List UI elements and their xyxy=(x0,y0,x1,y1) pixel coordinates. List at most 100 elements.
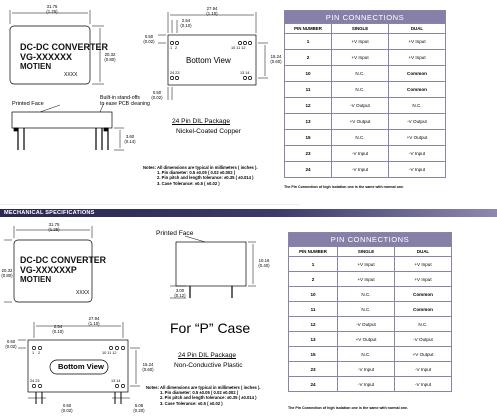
dual-cell: Common xyxy=(394,286,452,302)
dim-pcb-mm: 27.94 xyxy=(206,6,218,11)
bottom-mechanical-drawing xyxy=(4,226,256,404)
p-dim-body-in: (0.40) xyxy=(258,263,270,268)
col-header-pin-number: PIN NUMBER xyxy=(288,246,338,257)
module-brand: MOTIEN xyxy=(20,62,52,71)
dual-cell: N.C. xyxy=(388,97,446,114)
note-line: 1. Pin diameter: 0.5 ±0.05 ( 0.02 ±0.002… xyxy=(160,390,239,396)
pin-table-title: PIN CONNECTIONS xyxy=(284,10,446,24)
table-row: 2+V Input+V Input xyxy=(288,271,452,287)
pin-number-cell: 24 xyxy=(288,376,338,392)
single-cell: +V Input xyxy=(331,49,389,66)
table-row: 2+V Input+V Input xyxy=(284,49,446,66)
single-cell: +V Input xyxy=(331,33,389,50)
p-dim-width-in: (1.25) xyxy=(48,227,60,232)
dim-pitch: 2.54(0.10) xyxy=(178,18,194,28)
bottom-view-outline xyxy=(167,34,257,86)
table-row: 23-V Input-V Input xyxy=(288,361,452,377)
single-cell: +V Output xyxy=(337,331,395,347)
single-cell: N.C. xyxy=(337,346,395,362)
bottom-view-label: Bottom View xyxy=(186,56,231,65)
bottom-notes: Notes: All dimensions are typical in mil… xyxy=(146,385,261,406)
single-cell: N.C. xyxy=(337,301,395,317)
dim-pin-in: (0.02) xyxy=(151,95,163,100)
dim-side-mm: 15.24 xyxy=(270,54,282,59)
p-dim-side-mm: 15.24 xyxy=(142,362,154,367)
pin-connections-table-bottom: PIN CONNECTIONS PIN NUMBER SINGLE DUAL 1… xyxy=(288,232,452,392)
col-header-single: SINGLE xyxy=(337,246,395,257)
dual-cell: -V Output xyxy=(394,331,452,347)
table-row: 24-V Input-V Input xyxy=(288,376,452,392)
p-dim-edge: 0.50(0.02) xyxy=(4,339,18,349)
pin-label-2: 2 xyxy=(175,46,178,50)
pin-number-cell: 10 xyxy=(288,286,338,302)
dim-edge-in: (0.02) xyxy=(143,39,155,44)
pin-number-cell: 2 xyxy=(288,271,338,287)
module-p-front-outline xyxy=(13,239,93,303)
dim-lead-mm: 3.60 xyxy=(125,134,135,139)
p-dim-side: 15.24(0.60) xyxy=(140,362,156,372)
single-cell: -V Input xyxy=(337,376,395,392)
table-row: 24-V Input-V Input xyxy=(284,161,446,178)
p-dim-pin: 0.50(0.02) xyxy=(60,403,74,413)
finish-label: Nickel-Coated Copper xyxy=(176,128,241,135)
pin-table-footnote: The Pin Connection of high isolation one… xyxy=(288,406,408,410)
dim-pitch-mm: 2.54 xyxy=(181,18,191,23)
p-dim-pin-mm: 0.50 xyxy=(62,403,72,408)
dim-height-mm: 20.32 xyxy=(104,52,116,57)
p-dim-height-mm: 20.32 xyxy=(1,268,13,273)
p-dim-lead-in: (0.12) xyxy=(174,293,186,298)
module-line2: VG-XXXXXX xyxy=(20,52,73,62)
single-cell: -V Input xyxy=(331,161,389,178)
note-line: Notes: All dimensions are typical in mil… xyxy=(146,385,261,390)
module-p-label: DC-DC CONVERTER VG-XXXXXXP MOTIEN xyxy=(20,255,106,285)
module-p-line1: DC-DC CONVERTER xyxy=(20,255,107,265)
p-dim-bot-in: (0.20) xyxy=(133,408,145,413)
p-dim-width: 31.75(1.25) xyxy=(42,222,66,232)
section-header: MECHANICAL SPECIFICATIONS xyxy=(0,209,497,217)
p-dim-body: 10.16(0.40) xyxy=(256,258,272,268)
top-notes: Notes: All dimensions are typical in mil… xyxy=(143,165,258,186)
p-dim-bot-mm: 5.08 xyxy=(134,403,144,408)
module-label: DC-DC CONVERTER VG-XXXXXX MOTIEN xyxy=(20,42,108,72)
p-pin-label-10-12: 10 11 12 xyxy=(102,351,117,355)
note-line: 3. Case Tolerance: ±0.5 ( ±0.02 ) xyxy=(160,400,223,406)
dual-cell: -V Input xyxy=(388,145,446,162)
dim-pin-mm: 0.50 xyxy=(152,90,162,95)
note-line: 3. Case Tolerance: ±0.5 ( ±0.02 ) xyxy=(157,180,220,186)
p-dim-pin-in: (0.02) xyxy=(61,408,73,413)
dual-cell: Common xyxy=(388,81,446,98)
p-dim-edge-mm: 0.50 xyxy=(6,339,16,344)
p-dim-height: 20.32(0.80) xyxy=(0,268,14,278)
note-line: 2. Pin pitch and length tolerance: ±0.35… xyxy=(160,395,257,401)
note-line: 2. Pin pitch and length tolerance: ±0.35… xyxy=(157,175,254,181)
pin-table-footnote: The Pin Connection of high isolation one… xyxy=(284,185,404,189)
single-cell: -V Output xyxy=(331,97,389,114)
p-dim-pitch: 2.54(0.10) xyxy=(50,324,66,334)
note-line: Notes: All dimensions are typical in mil… xyxy=(143,165,258,170)
dim-height-in: (0.80) xyxy=(104,57,116,62)
pin-number-cell: 1 xyxy=(288,256,338,272)
p-pin-label-1: 1 xyxy=(32,351,35,355)
p-dim-pcb: 27.94(1.10) xyxy=(82,316,106,326)
dim-pitch-in: (0.10) xyxy=(180,23,192,28)
single-cell: -V Input xyxy=(331,145,389,162)
top-mechanical-drawing xyxy=(0,10,300,205)
package-label: 24 Pin DIL Package xyxy=(172,118,231,125)
dim-side: 15.24(0.60) xyxy=(268,54,284,64)
printed-face-label: Printed Face xyxy=(12,101,44,107)
single-cell: -V Output xyxy=(337,316,395,332)
module-p-brand: MOTIEN xyxy=(20,275,52,284)
p-finish-label: Non-Conductive Plastic xyxy=(174,362,243,369)
table-row: 1+V Input+V Input xyxy=(284,33,446,50)
p-dim-pitch-mm: 2.54 xyxy=(53,324,63,329)
single-cell: N.C. xyxy=(337,286,395,302)
section-title: MECHANICAL SPECIFICATIONS xyxy=(4,210,95,216)
pin-label-1: 1 xyxy=(170,46,173,50)
p-printed-face-label: Printed Face xyxy=(156,230,194,237)
dim-pcb-in: (1.10) xyxy=(206,11,218,16)
